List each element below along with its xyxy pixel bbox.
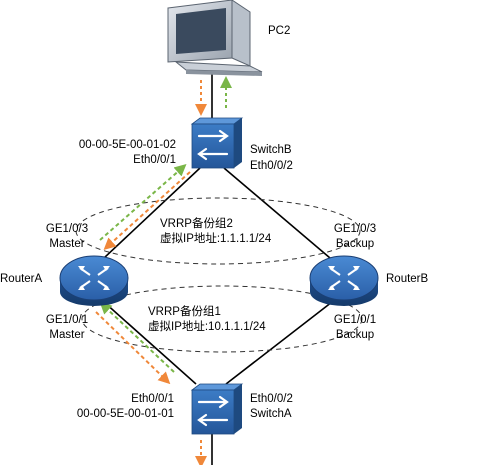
router-a-bottom-port-label: GE1/0/1 [45, 314, 89, 326]
router-b-top-port-label: GE1/0/3 [333, 223, 377, 235]
router-a-icon [59, 255, 129, 306]
vrrp-group-1-vip: 虚拟IP地址:10.1.1.1/24 [148, 321, 266, 333]
vrrp-group-1-ellipse [81, 285, 363, 353]
router-b-icon [309, 255, 379, 306]
switch-b-port-down-label: Eth0/0/2 [250, 160, 293, 172]
orange-arrow-lower [95, 311, 171, 385]
switch-a-icon [190, 383, 244, 435]
switch-a-port-right-label: Eth0/0/2 [250, 393, 293, 405]
switch-b-port-left-label: Eth0/0/1 [133, 154, 176, 166]
router-b-label: RouterB [386, 273, 429, 285]
router-a-bottom-role-label: Master [49, 329, 85, 341]
switch-a-label: SwitchA [250, 408, 292, 420]
orange-arrow-upper [103, 171, 191, 251]
link-routerb-switcha [225, 301, 333, 385]
link-switchb-routerb [223, 167, 331, 259]
vrrp-group-2-vip: 虚拟IP地址:1.1.1.1/24 [160, 233, 272, 245]
router-b-bottom-port-label: GE1/0/1 [333, 314, 377, 326]
link-switchb-routera [103, 167, 201, 259]
router-b-top-role-label: Backup [335, 238, 375, 250]
lower-left-traffic-arrows [95, 301, 175, 385]
router-a-top-port-label: GE1/0/3 [45, 223, 89, 235]
vrrp-group-1-name: VRRP备份组1 [148, 306, 221, 318]
links [103, 70, 333, 465]
link-routera-switcha [103, 301, 197, 385]
pc-label: PC2 [268, 25, 291, 37]
green-arrow-lower [99, 301, 175, 373]
vrrp-group-2-name: VRRP备份组2 [160, 218, 233, 230]
router-b-bottom-role-label: Backup [335, 329, 375, 341]
router-a-top-role-label: Master [49, 238, 85, 250]
switch-b-icon [190, 117, 244, 169]
upper-left-traffic-arrows [99, 164, 191, 251]
switch-b-mac-label: 00-00-5E-00-01-02 [78, 139, 176, 151]
pc-icon [167, 0, 263, 76]
switch-a-port-left-label: Eth0/0/1 [131, 393, 174, 405]
switch-a-mac-label: 00-00-5E-00-01-01 [76, 408, 174, 420]
vrrp-group-2-ellipse [75, 197, 361, 265]
pc-traffic-arrows [195, 76, 232, 116]
switch-b-label: SwitchB [250, 144, 292, 156]
router-a-label: RouterA [0, 273, 43, 285]
